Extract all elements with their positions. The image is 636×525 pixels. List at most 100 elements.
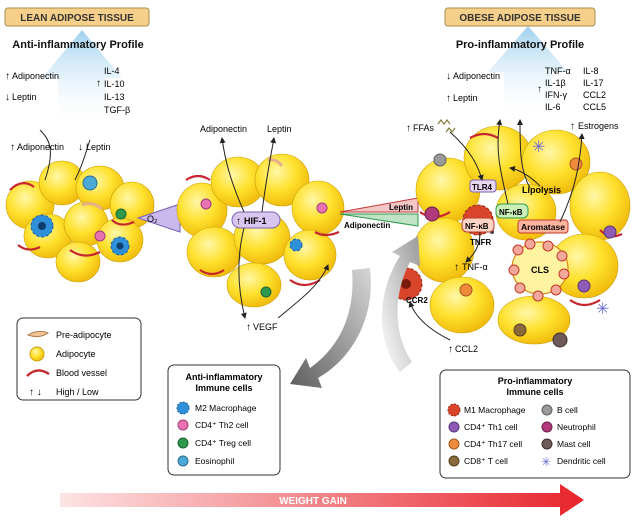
tnfr-label: TNFR bbox=[470, 238, 492, 247]
th17-cell-icon bbox=[459, 283, 473, 297]
lean-cytokine-il10: IL-10 bbox=[104, 79, 125, 89]
obese-cytokine-ccl2: CCL2 bbox=[583, 90, 606, 100]
pro-item-cd8: CD8⁺ T cell bbox=[464, 456, 508, 466]
anti-item-treg: CD4⁺ Treg cell bbox=[195, 438, 251, 448]
mast-cell-icon bbox=[552, 332, 568, 348]
nfkb-right-label: NF-κB bbox=[499, 208, 523, 217]
treg-cell-icon bbox=[177, 437, 189, 449]
balance-adiponectin: Adiponectin bbox=[344, 221, 390, 230]
cd8-t-cell-icon bbox=[513, 323, 527, 337]
hif1-label: HIF-1 bbox=[244, 216, 267, 226]
obese-tissue-cluster: ✳ ✳ bbox=[389, 125, 631, 348]
eosinophil-icon bbox=[177, 455, 189, 467]
obese-section-title: OBESE ADIPOSE TISSUE bbox=[459, 13, 581, 24]
nfkb-box-left bbox=[461, 217, 495, 233]
obese-profile-title: Pro-inflammatory Profile bbox=[456, 39, 584, 51]
o2-label: O₂ bbox=[147, 214, 158, 224]
vegf-up-arrow: ↑ bbox=[246, 322, 251, 333]
leptin-wedge bbox=[339, 197, 419, 213]
b-cell-icon bbox=[433, 153, 447, 167]
pro-box-title-line2: Immune cells bbox=[506, 387, 563, 397]
pro-item-th1: CD4⁺ Th1 cell bbox=[464, 422, 518, 432]
tnfa-label: TNF-α bbox=[462, 262, 488, 272]
m2-macrophage-icon bbox=[289, 238, 303, 252]
aromatase-box bbox=[517, 219, 569, 234]
legend-box bbox=[16, 317, 142, 401]
m2-macrophage-icon bbox=[176, 401, 190, 415]
treg-cell-icon bbox=[260, 286, 272, 298]
anti-item-eosinophil: Eosinophil bbox=[195, 456, 234, 466]
pro-item-dendritic: Dendritic cell bbox=[557, 456, 606, 466]
pro-item-m1: M1 Macrophage bbox=[464, 405, 526, 415]
ffas-label: FFAs bbox=[413, 123, 435, 133]
th2-cell-icon bbox=[316, 202, 328, 214]
ffas-up-arrow: ↑ bbox=[406, 123, 411, 134]
lean-profile-title: Anti-inflammatory Profile bbox=[12, 39, 143, 51]
pro-item-mast: Mast cell bbox=[557, 439, 591, 449]
ccl2-up-arrow: ↑ bbox=[448, 344, 453, 355]
pro-box-title-line1: Pro-inflammatory bbox=[498, 376, 573, 386]
anti-box-title-line2: Immune cells bbox=[195, 383, 252, 393]
aromatase-label: Aromatase bbox=[521, 222, 565, 232]
balance-leptin: Leptin bbox=[389, 203, 413, 212]
m1-macrophage-icon bbox=[447, 403, 461, 417]
obese-cytokine-tnfa: TNF-α bbox=[545, 66, 571, 76]
lean-adiponectin-up-arrow: ↑ bbox=[5, 71, 10, 82]
obese-title-badge bbox=[444, 7, 596, 27]
dendritic-cell-icon: ✳ bbox=[541, 455, 551, 469]
lean-title-badge bbox=[4, 7, 150, 27]
th2-cell-icon bbox=[200, 198, 212, 210]
lean-upward-arrow bbox=[42, 30, 122, 128]
estrogens-up-arrow: ↑ bbox=[570, 121, 575, 132]
anti-inflammatory-box bbox=[167, 364, 281, 476]
lean-leptin-down-arrow: ↓ bbox=[78, 142, 83, 153]
legend-blood-vessel: Blood vessel bbox=[56, 368, 107, 378]
adiponectin-wedge bbox=[339, 213, 419, 227]
cd8-t-cell-icon bbox=[448, 455, 460, 467]
obese-adiponectin-down-arrow: ↓ bbox=[446, 71, 451, 82]
vegf-label: VEGF bbox=[253, 322, 278, 332]
pro-inflammatory-box bbox=[439, 369, 631, 479]
hif1-up-arrow: ↑ bbox=[236, 216, 241, 227]
obese-upward-arrow bbox=[488, 26, 568, 120]
th1-cell-icon bbox=[577, 279, 591, 293]
middle-adiponectin: Adiponectin bbox=[200, 124, 247, 134]
nfkb-left-label: NF-κB bbox=[465, 222, 489, 231]
th1-cell-icon bbox=[603, 225, 617, 239]
lean-cytokine-tgfb: TGF-β bbox=[104, 105, 130, 115]
ffa-squiggle-icon bbox=[437, 119, 456, 133]
dendritic-cell-icon: ✳ bbox=[596, 301, 609, 318]
lean-cluster-leptin: Leptin bbox=[86, 142, 111, 152]
neutrophil-icon bbox=[541, 421, 553, 433]
pro-item-th17: CD4⁺ Th17 cell bbox=[464, 439, 522, 449]
lipolysis-label: Lipolysis bbox=[522, 185, 561, 195]
lean-return-arrow bbox=[290, 268, 371, 388]
adipocyte-icon bbox=[29, 346, 45, 362]
pre-adipocyte-icon bbox=[26, 330, 50, 338]
dendritic-cell-icon: ✳ bbox=[532, 139, 545, 156]
obese-progression-arrow bbox=[381, 236, 420, 372]
nfkb-box-right bbox=[495, 203, 529, 219]
lean-section-title: LEAN ADIPOSE TISSUE bbox=[20, 13, 134, 24]
cls-label: CLS bbox=[531, 265, 549, 275]
anti-item-m2: M2 Macrophage bbox=[195, 403, 257, 413]
lean-cytokine-il13: IL-13 bbox=[104, 92, 125, 102]
obese-cytokine-up-arrow: ↑ bbox=[537, 84, 542, 95]
lean-cytokine-up-arrow: ↑ bbox=[96, 78, 101, 89]
lean-profile-adiponectin: Adiponectin bbox=[12, 71, 59, 81]
obese-cytokine-il1b: IL-1β bbox=[545, 78, 566, 88]
obese-cytokine-ifng: IFN-γ bbox=[545, 90, 567, 100]
estrogens-label: Estrogens bbox=[578, 121, 619, 131]
ccl2-label: CCL2 bbox=[455, 344, 478, 354]
th17-cell-icon bbox=[569, 157, 583, 171]
lean-cluster-adiponectin: Adiponectin bbox=[17, 142, 64, 152]
obese-profile-leptin: Leptin bbox=[453, 93, 478, 103]
b-cell-icon bbox=[541, 404, 553, 416]
lean-adiponectin-up-arrow: ↑ bbox=[10, 142, 15, 153]
blood-vessel-icon bbox=[26, 369, 50, 377]
pro-item-b-cell: B cell bbox=[557, 405, 578, 415]
th2-cell-icon bbox=[94, 230, 106, 242]
anti-box-title-line1: Anti-inflammatory bbox=[185, 372, 262, 382]
treg-cell-icon bbox=[115, 208, 127, 220]
obese-cytokine-ccl5: CCL5 bbox=[583, 102, 606, 112]
